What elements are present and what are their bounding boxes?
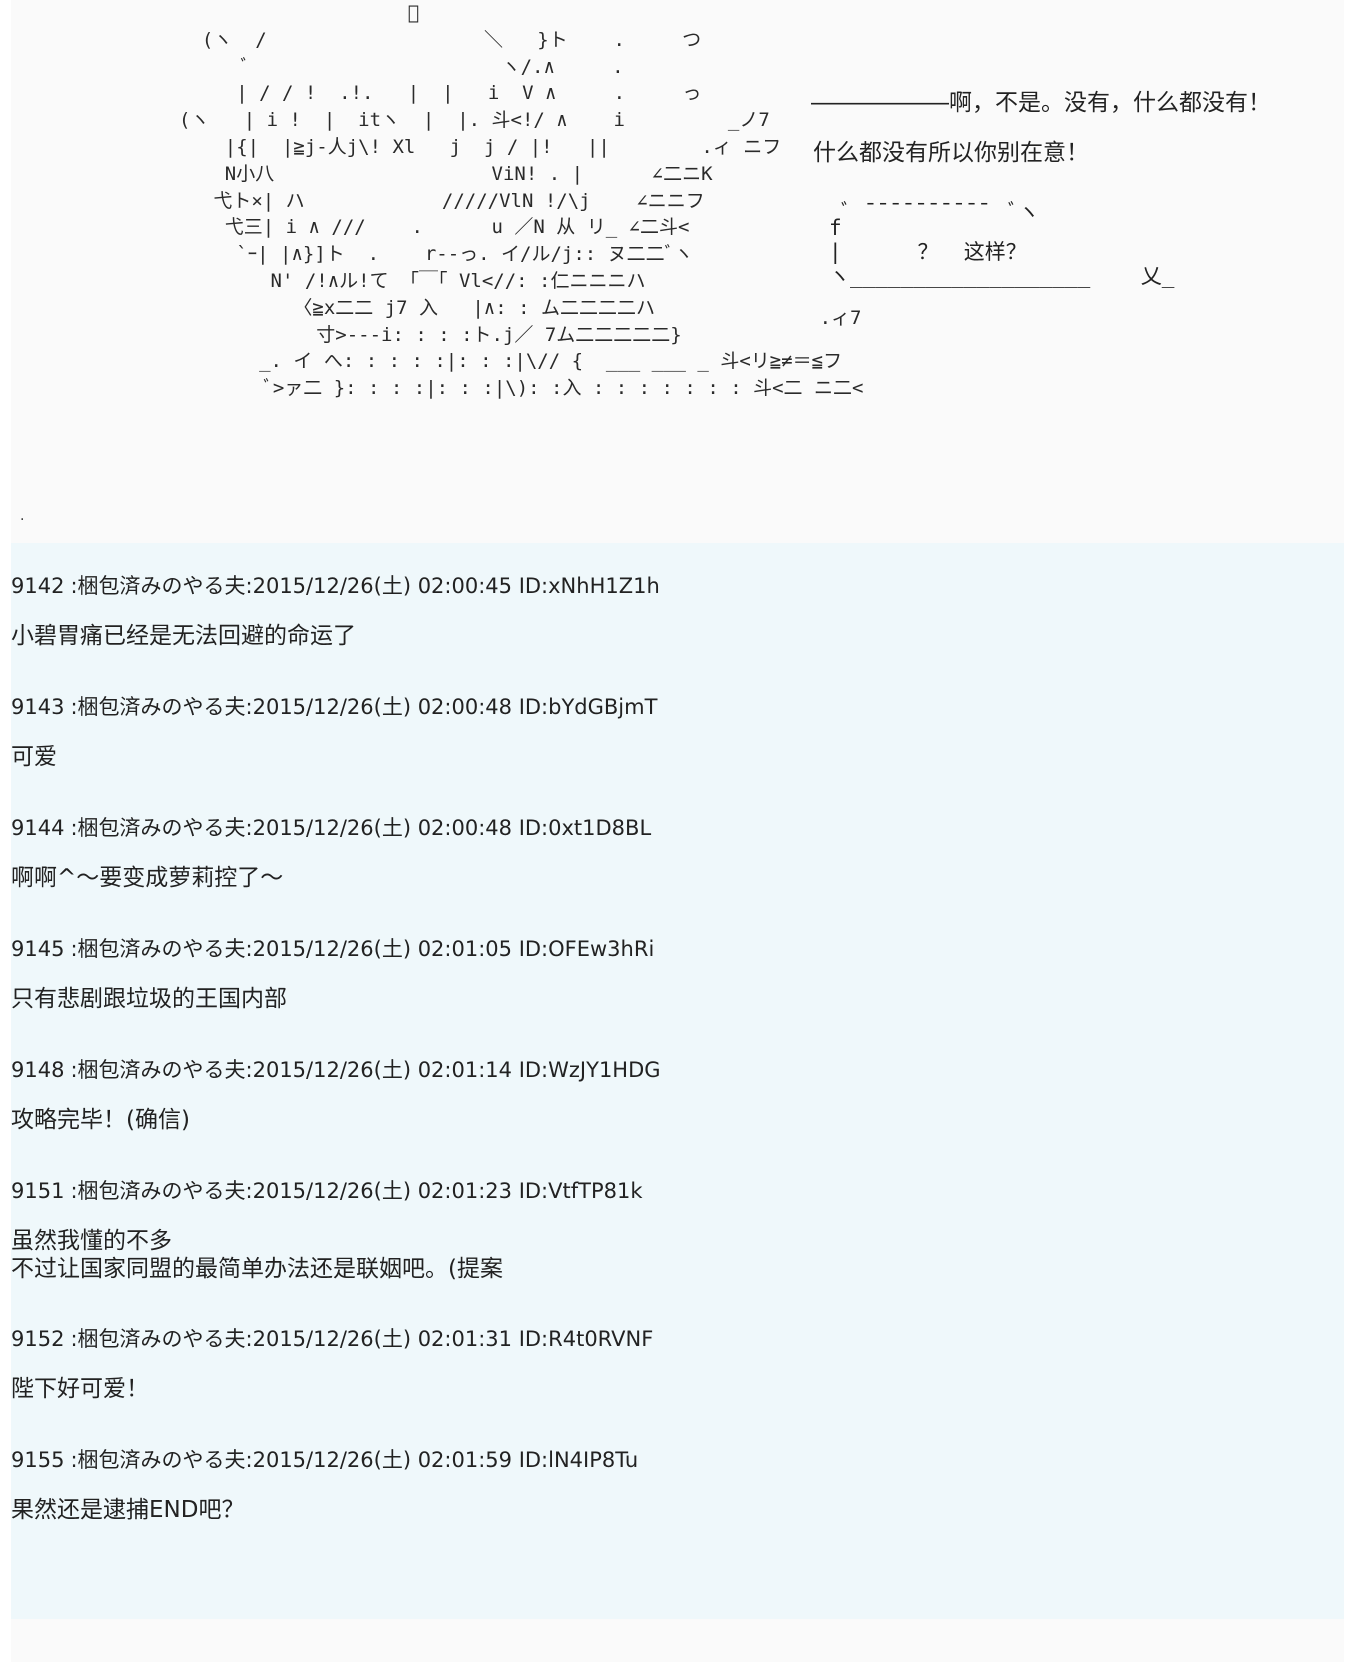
post-body: 可爱 [11,744,57,770]
post-body: 啊啊^～要变成萝莉控了～ [11,865,284,891]
page: ﾞ (ヽ / ＼ }ト . つ ﾞ ヽ/.∧ . | / / ! .!. | |… [11,0,1344,1662]
post-body: 虽然我懂的不多 不过让国家同盟的最简单办法还是联姻吧。(提案 [11,1228,503,1282]
reply-thread: 9142:梱包済みのやる夫:2015/12/26(土) 02:00:45 ID:… [11,543,1344,1619]
bubble-top-border: ﾞ ̄ ̄ ̄ ̄ ̄ ̄ ̄ ̄ ̄ ̄ ﾞヽ [841,200,1040,224]
post-meta: :梱包済みのやる夫:2015/12/26(土) 02:00:48 ID:bYdG… [70,695,658,719]
ascii-art-section: ﾞ (ヽ / ＼ }ト . つ ﾞ ヽ/.∧ . | / / ! .!. | |… [11,0,1344,540]
post-header: 9143:梱包済みのやる夫:2015/12/26(土) 02:00:48 ID:… [11,694,657,720]
post-body: 果然还是逮捕END吧？ [11,1497,245,1523]
post-body: 陛下好可爱！ [11,1376,149,1402]
post-meta: :梱包済みのやる夫:2015/12/26(土) 02:00:48 ID:0xt1… [70,816,652,840]
post-number: 9144 [11,816,65,840]
post-number: 9155 [11,1448,65,1472]
speech-line-2: 什么都没有所以你别在意！ [813,140,1089,166]
post-body: 只有悲剧跟垃圾的王国内部 [11,986,287,1012]
post-meta: :梱包済みのやる夫:2015/12/26(土) 02:01:23 ID:VtfT… [70,1179,643,1203]
post-meta: :梱包済みのやる夫:2015/12/26(土) 02:00:45 ID:xNhH… [70,574,660,598]
ascii-art: ﾞ (ヽ / ＼ }ト . つ ﾞ ヽ/.∧ . | / / ! .!. | |… [179,2,864,400]
post-number: 9151 [11,1179,65,1203]
post-number: 9145 [11,937,65,961]
post-number: 9152 [11,1327,65,1351]
speech-line-1: ――――――啊，不是。没有，什么都没有！ [811,90,1271,116]
post-number: 9148 [11,1058,65,1082]
post-header: 9145:梱包済みのやる夫:2015/12/26(土) 02:01:05 ID:… [11,936,654,962]
bubble-corner: f [829,216,842,240]
stray-mark: . [20,508,25,524]
post-number: 9143 [11,695,65,719]
post-header: 9152:梱包済みのやる夫:2015/12/26(土) 02:01:31 ID:… [11,1326,653,1352]
bubble-bottom-border: ヽ___________________ 乂_ [829,264,1175,288]
post-meta: :梱包済みのやる夫:2015/12/26(土) 02:01:59 ID:lN4I… [70,1448,639,1472]
post-meta: :梱包済みのやる夫:2015/12/26(土) 02:01:14 ID:WzJY… [70,1058,661,1082]
post-header: 9142:梱包済みのやる夫:2015/12/26(土) 02:00:45 ID:… [11,573,660,599]
ascii-art-extra-line: .ィ7 [179,307,862,329]
bubble-text: | ？ 这样？ [829,240,1027,264]
post-header: 9148:梱包済みのやる夫:2015/12/26(土) 02:01:14 ID:… [11,1057,661,1083]
post-header: 9144:梱包済みのやる夫:2015/12/26(土) 02:00:48 ID:… [11,815,651,841]
post-header: 9155:梱包済みのやる夫:2015/12/26(土) 02:01:59 ID:… [11,1447,638,1473]
post-number: 9142 [11,574,65,598]
post-meta: :梱包済みのやる夫:2015/12/26(土) 02:01:05 ID:OFEw… [70,937,655,961]
post-header: 9151:梱包済みのやる夫:2015/12/26(土) 02:01:23 ID:… [11,1178,643,1204]
post-body: 攻略完毕！(确信) [11,1107,190,1133]
post-meta: :梱包済みのやる夫:2015/12/26(土) 02:01:31 ID:R4t0… [70,1327,654,1351]
post-body: 小碧胃痛已经是无法回避的命运了 [11,623,356,649]
